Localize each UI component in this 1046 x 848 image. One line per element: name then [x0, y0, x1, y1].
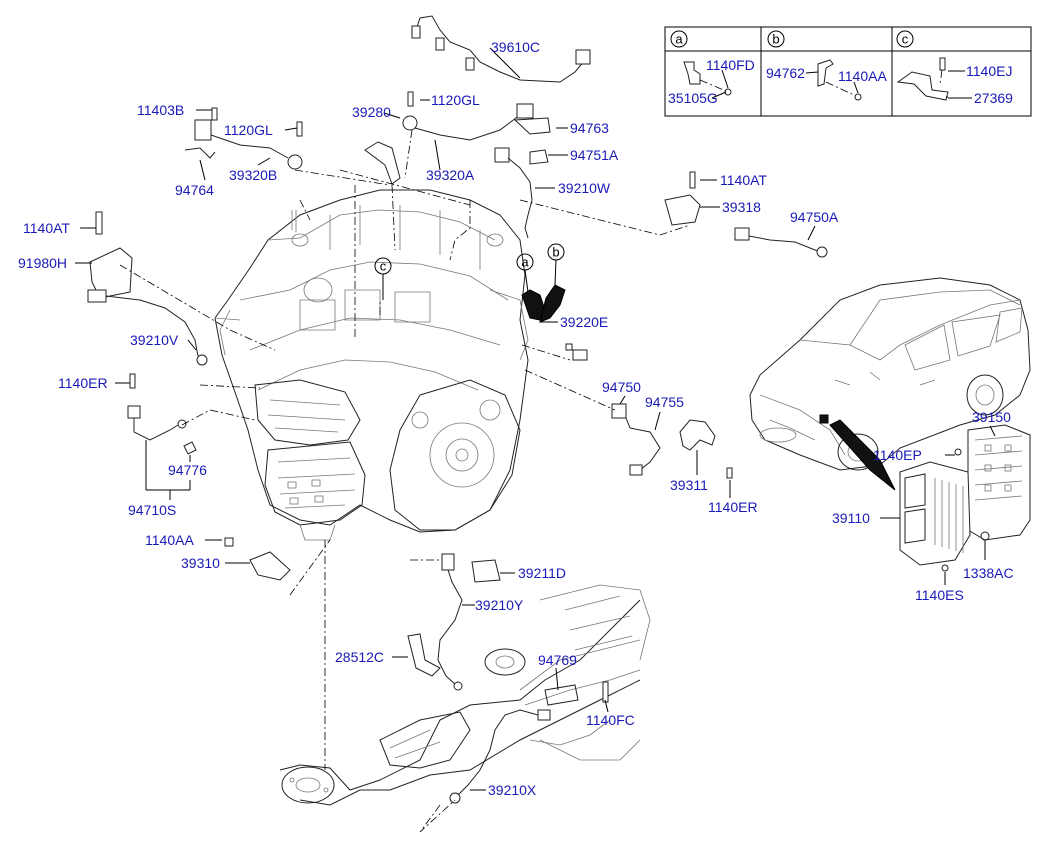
- label-39320B: 39320B: [229, 167, 277, 183]
- exhaust-pipe-drawing: [279, 584, 651, 806]
- label-1140FD: 1140FD: [706, 57, 755, 73]
- label-1140EJ: 1140EJ: [966, 63, 1012, 79]
- svg-text:b: b: [552, 245, 559, 260]
- label-39210X: 39210X: [488, 782, 537, 798]
- label-39210W: 39210W: [558, 180, 611, 196]
- engine-drawing: [214, 189, 529, 541]
- label-39110: 39110: [832, 510, 870, 526]
- clip-a-drawing: [683, 61, 701, 85]
- inset-marker-b: b: [767, 30, 785, 48]
- inset-table: a b c 1140FD 35105G 94762 1140AA 1140EJ: [664, 26, 1032, 117]
- harness-94710S: [127, 373, 197, 455]
- label-1140ER-left: 1140ER: [58, 375, 108, 391]
- label-1120GL: 1120GL: [224, 122, 273, 138]
- label-39610C: 39610C: [491, 39, 540, 55]
- label-1140AT-right: 1140AT: [720, 172, 767, 188]
- oxygen-sensor-39210X: [449, 681, 609, 804]
- oxygen-sensor-39220E: [565, 343, 588, 361]
- svg-text:a: a: [521, 255, 529, 270]
- label-94764: 94764: [175, 182, 214, 198]
- svg-text:a: a: [675, 32, 683, 47]
- label-94751A: 94751A: [570, 147, 619, 163]
- connector-a-b: [521, 284, 566, 323]
- label-11403B: 11403B: [137, 102, 184, 118]
- label-39318: 39318: [722, 199, 761, 215]
- callout-a: a: [516, 253, 534, 293]
- vehicle-drawing: [749, 277, 1031, 491]
- bracket-28512C: [407, 633, 441, 677]
- label-39310: 39310: [181, 555, 220, 571]
- label-leaders: [75, 47, 996, 791]
- oxygen-sensor-39210W: [494, 117, 551, 239]
- label-39150: 39150: [972, 409, 1011, 425]
- harness-39610C: [411, 15, 591, 83]
- part-labels: 39610C 11403B 1120GL 39280 1120GL 94763 …: [18, 39, 1014, 798]
- label-39320A: 39320A: [426, 167, 475, 183]
- label-1140AA: 1140AA: [145, 532, 194, 548]
- svg-text:c: c: [902, 32, 909, 47]
- inset-marker-c: c: [896, 30, 914, 48]
- label-1140ES: 1140ES: [915, 587, 964, 603]
- oxygen-sensor-39210Y: [437, 553, 501, 691]
- bracket-91980H: [89, 211, 133, 299]
- label-39210V: 39210V: [130, 332, 179, 348]
- label-39211D: 39211D: [518, 565, 566, 581]
- label-94762: 94762: [766, 65, 805, 81]
- callout-b: b: [547, 243, 565, 286]
- label-39280: 39280: [352, 104, 391, 120]
- bracket-b-drawing: [817, 59, 834, 87]
- label-28512C: 28512C: [335, 649, 384, 665]
- speed-sensor-94750: [611, 403, 631, 429]
- oxygen-sensor-39210V: [87, 289, 208, 366]
- knock-sensor-39320A: [364, 91, 534, 185]
- label-94755: 94755: [645, 394, 684, 410]
- bracket-39311: [679, 419, 733, 479]
- label-94710S: 94710S: [128, 502, 176, 518]
- label-1140AA: 1140AA: [838, 68, 887, 84]
- label-94750: 94750: [602, 379, 641, 395]
- sensor-39310: [224, 537, 291, 581]
- bracket-c-drawing: [896, 71, 949, 101]
- label-94776: 94776: [168, 462, 207, 478]
- leader-lines: [119, 129, 691, 833]
- label-1140ER-right: 1140ER: [708, 499, 758, 515]
- svg-text:c: c: [380, 259, 387, 274]
- label-39220E: 39220E: [560, 314, 608, 330]
- label-35105G: 35105G: [668, 90, 718, 106]
- harness-94750A: [734, 227, 828, 258]
- label-1140EP: 1140EP: [873, 447, 922, 463]
- label-1338AC: 1338AC: [963, 565, 1014, 581]
- inset-marker-a: a: [670, 30, 688, 48]
- label-39210Y: 39210Y: [475, 597, 524, 613]
- label-1140AT-left: 1140AT: [23, 220, 70, 236]
- label-91980H: 91980H: [18, 255, 67, 271]
- label-94750A: 94750A: [790, 209, 839, 225]
- label-27369: 27369: [974, 90, 1013, 106]
- cam-sensor-39318: [664, 171, 701, 226]
- ecu-drawing: [899, 424, 1031, 572]
- svg-text:b: b: [772, 32, 779, 47]
- label-1140FC: 1140FC: [586, 712, 635, 728]
- label-94763: 94763: [570, 120, 609, 136]
- callout-c: c: [374, 257, 392, 300]
- label-94769: 94769: [538, 652, 577, 668]
- label-39311: 39311: [670, 477, 708, 493]
- knock-sensor-39320B: [184, 107, 303, 170]
- harness-94755: [629, 427, 661, 476]
- label-1120GL-top: 1120GL: [431, 92, 480, 108]
